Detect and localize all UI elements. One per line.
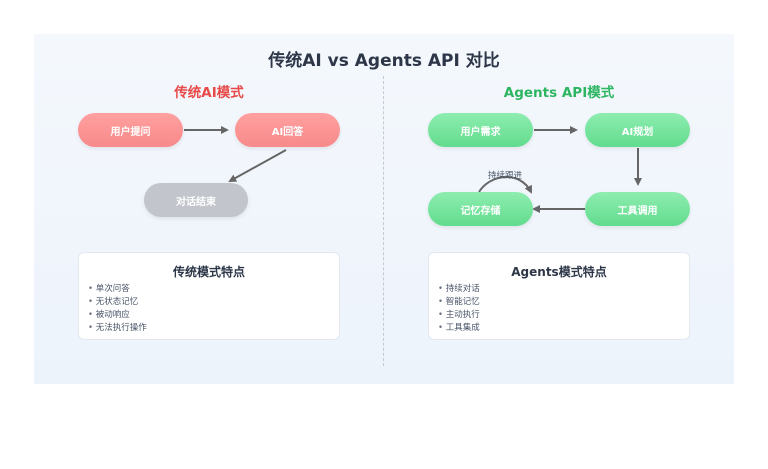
traditional-heading: 传统AI模式: [174, 85, 244, 101]
node-conversation-end: 对话结束: [144, 183, 248, 217]
list-item: 无法执行操作: [88, 322, 147, 335]
node-user-question: 用户提问: [78, 113, 183, 147]
diagram-title: 传统AI vs Agents API 对比: [268, 51, 500, 71]
list-item: 被动响应: [88, 309, 147, 322]
node-ai-answer: AI回答: [235, 113, 340, 147]
agents-features-heading: Agents模式特点: [511, 265, 607, 279]
node-user-need: 用户需求: [428, 113, 533, 147]
list-item: 单次问答: [88, 283, 147, 296]
traditional-features-list: 单次问答 无状态记忆 被动响应 无法执行操作: [88, 283, 147, 335]
center-divider: [383, 76, 384, 366]
agents-features-card: Agents模式特点 持续对话 智能记忆 主动执行 工具集成: [428, 252, 690, 340]
list-item: 主动执行: [438, 309, 480, 322]
traditional-features-card: 传统模式特点 单次问答 无状态记忆 被动响应 无法执行操作: [78, 252, 340, 340]
list-item: 工具集成: [438, 322, 480, 335]
list-item: 持续对话: [438, 283, 480, 296]
node-memory-store: 记忆存储: [428, 192, 533, 226]
arrow-answer-to-end: [228, 149, 287, 182]
comparison-panel: 传统AI vs Agents API 对比 传统AI模式 Agents API模…: [34, 34, 734, 384]
agents-features-list: 持续对话 智能记忆 主动执行 工具集成: [438, 283, 480, 335]
node-tool-call: 工具调用: [585, 192, 690, 226]
node-ai-plan: AI规划: [585, 113, 690, 147]
list-item: 智能记忆: [438, 296, 480, 309]
list-item: 无状态记忆: [88, 296, 147, 309]
traditional-features-heading: 传统模式特点: [172, 265, 245, 279]
agents-heading: Agents API模式: [503, 85, 615, 101]
loop-label: 持续跟进: [488, 171, 523, 181]
